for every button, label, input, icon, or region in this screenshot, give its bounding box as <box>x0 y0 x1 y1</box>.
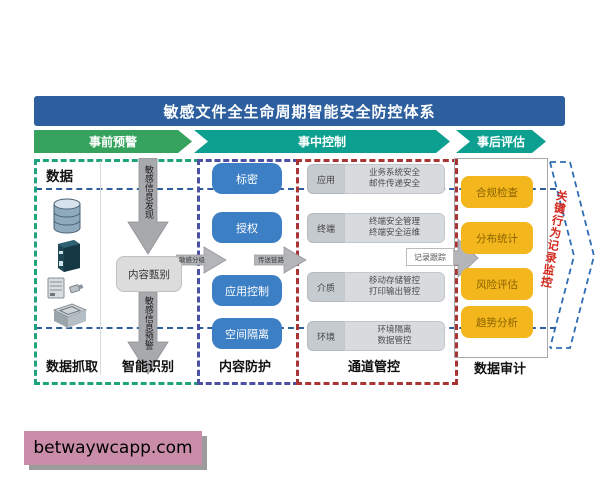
watermark-badge: betwaywcapp.com <box>24 431 202 465</box>
footer-content-protection: 内容防护 <box>218 360 271 375</box>
record-tracking-label: 记录跟踪 <box>406 248 454 266</box>
phase-arrow-post-evaluation: 事后评估 <box>456 130 546 153</box>
channel-text: 移动存储管控 <box>368 276 420 287</box>
channel-tag-environment: 环境 <box>307 321 344 351</box>
storage-usb-icon <box>47 277 84 299</box>
channel-text: 终端安全运维 <box>368 228 420 238</box>
channel-panel-environment: 环境隔离 数据管控 <box>344 321 445 351</box>
protection-button-labeling: 标密 <box>212 163 282 194</box>
server-icon <box>58 240 80 272</box>
audit-button-trend-analysis: 趋势分析 <box>461 306 533 338</box>
channel-row-application: 应用 业务系统安全 邮件传递安全 <box>307 164 445 194</box>
audit-button-risk-assessment: 风险评估 <box>461 268 533 300</box>
channel-row-environment: 环境 环境隔离 数据管控 <box>307 321 445 351</box>
channel-text: 业务系统安全 <box>368 168 420 179</box>
group-box-channel-control <box>296 159 458 385</box>
channel-text: 环境隔离 <box>377 325 412 336</box>
channel-tag-application: 应用 <box>307 164 344 194</box>
flow-arrow-down-warning <box>127 292 169 375</box>
capture-identify-divider <box>100 161 101 375</box>
data-source-label: 数据 <box>46 169 73 185</box>
footer-data-audit: 数据审计 <box>473 362 526 377</box>
channel-tag-media: 介质 <box>307 272 344 302</box>
flow-label-sensitive-info-discovery: 敏感信息发现 <box>142 165 153 219</box>
channel-panel-media: 移动存储管控 打印输出管控 <box>344 272 445 302</box>
protection-button-authorization: 授权 <box>212 212 282 243</box>
protection-button-app-control: 应用控制 <box>212 275 282 306</box>
channel-tag-terminal: 终端 <box>307 213 344 243</box>
channel-row-media: 介质 移动存储管控 打印输出管控 <box>307 272 445 302</box>
flow-arrow-down-discovery <box>127 158 169 255</box>
database-icon <box>53 198 81 234</box>
phase-arrow-pre-warning: 事前预警 <box>34 130 192 153</box>
channel-text: 数据管控 <box>377 336 412 346</box>
channel-text: 终端安全管理 <box>368 217 420 228</box>
channel-text: 邮件传递安全 <box>368 179 420 189</box>
flow-label-transfer-link: 传送链路 <box>258 256 284 264</box>
key-behavior-monitor-arrow <box>549 161 595 349</box>
content-screening-box: 内容甄别 <box>116 256 182 292</box>
audit-button-distribution-statistics: 分布统计 <box>461 222 533 254</box>
protection-button-space-isolation: 空间隔离 <box>212 318 282 349</box>
network-switch-icon <box>52 303 88 328</box>
channel-row-terminal: 终端 终端安全管理 终端安全运维 <box>307 213 445 243</box>
phase-arrow-in-process-control: 事中控制 <box>194 130 450 153</box>
channel-text: 打印输出管控 <box>368 287 420 297</box>
flow-arrow-right-transfer-link <box>254 246 307 274</box>
title-banner: 敏感文件全生命周期智能安全防控体系 <box>34 96 565 126</box>
channel-panel-terminal: 终端安全管理 终端安全运维 <box>344 213 445 243</box>
footer-intelligent-identify: 智能识别 <box>121 360 174 375</box>
channel-panel-application: 业务系统安全 邮件传递安全 <box>344 164 445 194</box>
footer-channel-control: 通道管控 <box>347 360 400 375</box>
flow-label-sensitive-info-warning: 敏感信息预警 <box>142 296 153 350</box>
flow-label-sensitive-grading: 敏感分级 <box>179 256 205 264</box>
footer-data-capture: 数据抓取 <box>45 360 98 375</box>
audit-button-compliance-check: 合规检查 <box>461 176 533 208</box>
